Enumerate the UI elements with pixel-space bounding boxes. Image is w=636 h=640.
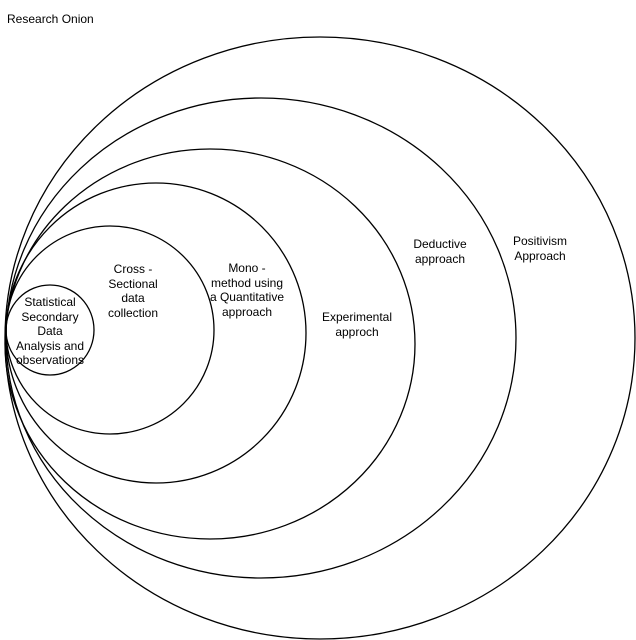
layer-experimental-ring bbox=[4, 148, 416, 540]
layer-experimental-label: Experimental approch bbox=[321, 310, 393, 339]
layer-cross-label: Cross - Sectional data collection bbox=[107, 262, 159, 320]
layer-positivism-label: Positivism Approach bbox=[512, 234, 567, 263]
layer-statistical-ring bbox=[5, 284, 95, 376]
layer-statistical-label: Statistical Secondary Data Analysis and … bbox=[15, 295, 85, 367]
layer-deductive-label: Deductive approach bbox=[413, 237, 467, 266]
page-title: Research Onion bbox=[7, 12, 94, 26]
layer-mono-label: Mono - method using a Quantitative appro… bbox=[209, 261, 285, 319]
